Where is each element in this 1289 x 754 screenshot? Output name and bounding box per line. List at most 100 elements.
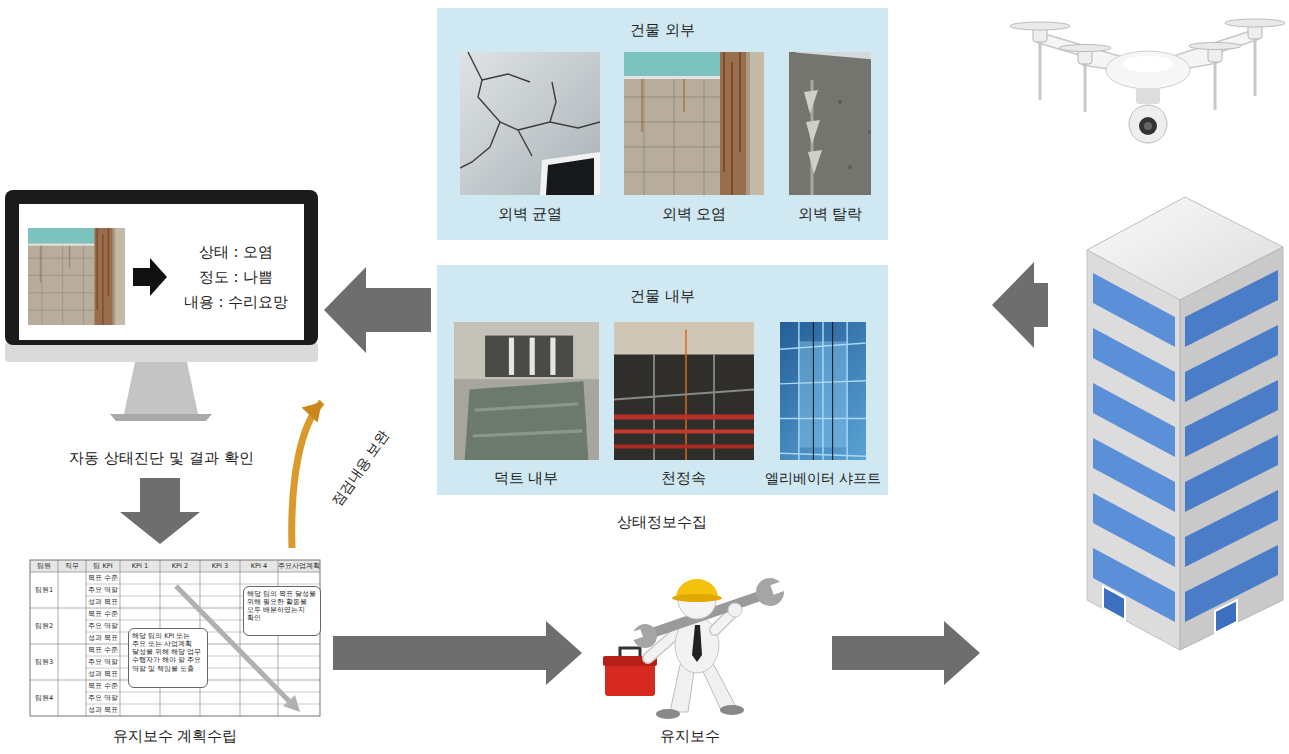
table-cell-text: 팀원3: [30, 644, 58, 680]
table-cell-text: KPI 2: [160, 560, 200, 572]
worker-part: [605, 662, 655, 696]
table-cell-text: 성과 목표: [86, 668, 120, 680]
flow-arrow-part: [992, 262, 1048, 348]
table-cell-text: 주요 역할: [86, 620, 120, 632]
building-part-part: [1215, 600, 1237, 633]
photo-tile: 천정속: [611, 322, 756, 492]
photo-tile: 덕트 내부: [451, 322, 601, 492]
drone-part-part: [1010, 22, 1070, 30]
connector: [292, 402, 322, 548]
table-cell-text: 팀원2: [30, 608, 58, 644]
photo: [460, 52, 600, 195]
photo-image: [624, 52, 764, 195]
photo: [789, 52, 871, 195]
table-cell-text: 성과 목표: [86, 632, 120, 644]
drone: [1010, 19, 1285, 143]
worker: [603, 578, 789, 719]
node-text: 건물 외부: [437, 20, 888, 40]
node-text: 유지보수: [590, 726, 790, 746]
table-cell-text: 목표 수준: [86, 644, 120, 656]
plan-table: 유지보수 계획수립 해당 팀의 KPI 또는 주요 또는 사업계획 달성을 위해 …: [25, 552, 325, 746]
monitor-screen: 상태 : 오염정도 : 나쁨내용 : 수리요망자동 상태진단 및 결과 확인: [5, 190, 318, 470]
drone-part: [1144, 122, 1152, 130]
monitor-part: [5, 190, 318, 345]
edge-label: 점검내용 보완: [328, 427, 392, 509]
curved-arrow: [292, 402, 322, 548]
monitor-part: [19, 204, 304, 340]
drone-part-part: [1189, 43, 1241, 50]
callout-text: 해당 팀의 목표 달성을 위해 필요한 활동을 모두 배분하였는지 확인: [247, 590, 319, 623]
drone-part: [1106, 51, 1190, 89]
monitor-part: [124, 362, 198, 414]
table-cell-text: KPI 1: [120, 560, 160, 572]
drone-part: [1040, 37, 1255, 112]
building-part: [1093, 273, 1175, 622]
photo: [624, 52, 764, 195]
plan-table-grid-part: [30, 560, 320, 572]
node-text: 유지보수 계획수립: [25, 726, 325, 746]
table-cell-text: 목표 수준: [86, 608, 120, 620]
plan-table-grid-part: [283, 695, 300, 712]
plan-table-grid-part: [30, 560, 320, 716]
photo-tile: 외벽 오염: [624, 52, 764, 228]
node-text: 건물 내부: [437, 286, 888, 306]
drone-part: [1139, 117, 1157, 135]
worker-part: [672, 594, 722, 602]
photo-image: [789, 52, 871, 195]
table-cell-text: 성과 목표: [86, 704, 120, 716]
building: [1087, 197, 1283, 650]
panel-box: 건물 외부외벽 균열 외벽 오염 외벽 탈락: [437, 8, 888, 240]
photo-tile: 외벽 탈락: [782, 52, 878, 228]
photo: [614, 322, 754, 460]
node-text: 덕트 내부: [451, 468, 601, 488]
drone-part: [1010, 19, 1285, 52]
drone-part-part: [1225, 19, 1285, 27]
node-text: 외벽 균열: [460, 204, 600, 224]
monitor: [5, 190, 318, 421]
callout-box: 해당 팀의 KPI 또는 주요 또는 사업계획 달성을 위해 해당 업무 수행자…: [128, 628, 208, 688]
drone-part-part: [1040, 37, 1255, 112]
plan-table-grid-part: [30, 560, 320, 716]
table-cell-text: KPI 4: [240, 560, 278, 572]
node-text: 외벽 오염: [624, 204, 764, 224]
table-cell-text: 주요 역할: [86, 692, 120, 704]
monitor-part: [110, 414, 212, 421]
node-text: 천정속: [611, 468, 756, 488]
photo: [454, 322, 599, 460]
monitor-part: [133, 258, 167, 296]
photo-image: [460, 52, 600, 195]
photo-image: [780, 322, 866, 460]
table-cell-text: KPI 3: [200, 560, 240, 572]
callout-text: 해당 팀의 KPI 또는 주요 또는 사업계획 달성을 위해 해당 업무 수행자…: [132, 632, 206, 673]
table-cell-text: 팀원4: [30, 680, 58, 716]
callout-box: 해당 팀의 목표 달성을 위해 필요한 활동을 모두 배분하였는지 확인: [243, 586, 321, 636]
drone-part: [1136, 88, 1160, 104]
node-text: 내용 : 수리요망: [171, 292, 301, 312]
block-arrow: [120, 478, 200, 544]
table-cell-text: 주요사업계획: [278, 560, 320, 572]
plan-table-grid-part: [58, 560, 278, 716]
worker-part: [629, 629, 643, 641]
drone-part-part: [1208, 48, 1222, 62]
worker-part: [656, 709, 680, 719]
table-cell-text: 주요 역할: [86, 584, 120, 596]
arrow-head: [302, 402, 322, 423]
table-cell-text: 목표 수준: [86, 680, 120, 692]
connector: [324, 267, 431, 353]
table-cell-text: 팀 KPI: [86, 560, 120, 572]
table-cell-text: 직무: [58, 560, 86, 572]
photo-tile: 외벽 균열: [460, 52, 600, 228]
photo: [780, 322, 866, 460]
plan-table-grid: [30, 560, 320, 716]
table-cell-text: 성과 목표: [86, 596, 120, 608]
table-cell-text: 팀원1: [30, 572, 58, 608]
plan-table-grid-part: [86, 584, 320, 704]
block-arrow: [333, 621, 582, 685]
monitor-part: [28, 227, 125, 326]
building-part-part: [1103, 586, 1125, 620]
connector: [333, 621, 582, 685]
node-text: 자동 상태진단 및 결과 확인: [5, 448, 318, 468]
drone-part-part: [1059, 45, 1111, 52]
drone-part: [1129, 105, 1167, 143]
